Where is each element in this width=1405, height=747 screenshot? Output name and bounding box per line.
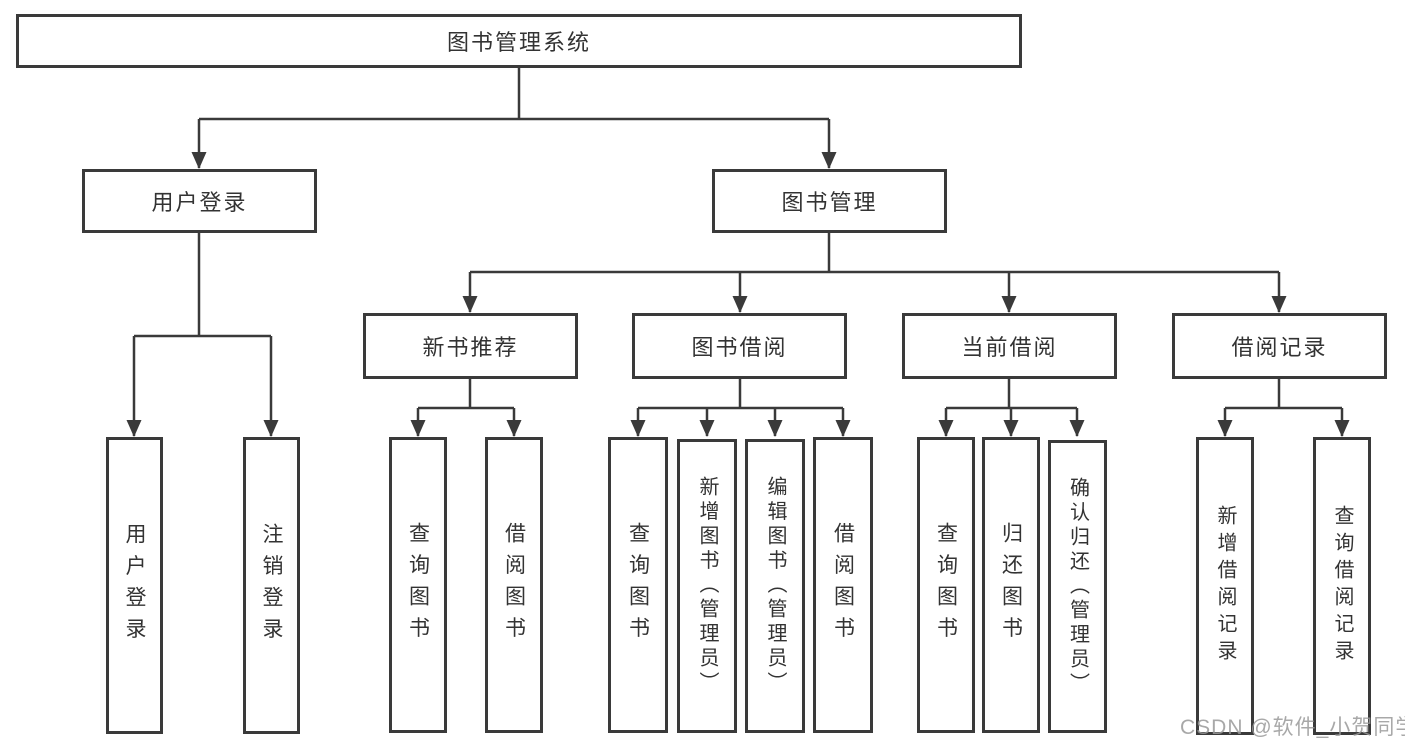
node-current-borrowing: 当前借阅 [902, 313, 1117, 379]
node-book-borrowing: 图书借阅 [632, 313, 847, 379]
connector-borrow-record-children [1217, 379, 1350, 437]
leaf-newbook-borrow-label: 借阅图书 [502, 522, 526, 648]
leaf-borrow-query: 查询图书 [608, 437, 668, 733]
leaf-current-confirm-return-admin-label: 确认归还（管理员） [1066, 476, 1089, 697]
node-book-borrowing-label: 图书借阅 [691, 335, 788, 360]
node-new-book-recommend-label: 新书推荐 [422, 335, 519, 360]
connector-root-to-level2 [191, 68, 837, 169]
connector-book-borrow-children [630, 379, 851, 437]
leaf-current-return: 归还图书 [982, 437, 1040, 733]
connector-current-borrow-children [938, 379, 1085, 437]
leaf-borrow-edit-book-admin-label: 编辑图书（管理员） [764, 476, 786, 696]
leaf-record-add-label: 新增借阅记录 [1214, 505, 1236, 667]
csdn-watermark: CSDN @软件_小贺同学 [1180, 716, 1405, 739]
node-borrowing-records-label: 借阅记录 [1231, 335, 1328, 360]
connector-book-mgmt-children [462, 233, 1287, 313]
leaf-current-confirm-return-admin: 确认归还（管理员） [1048, 440, 1107, 733]
leaf-borrow-borrow-book: 借阅图书 [813, 437, 873, 733]
leaf-newbook-query-label: 查询图书 [406, 522, 430, 648]
leaf-borrow-query-label: 查询图书 [626, 522, 650, 648]
leaf-borrow-borrow-book-label: 借阅图书 [831, 522, 855, 648]
leaf-logout-label: 注销登录 [260, 522, 283, 649]
leaf-user-login: 用户登录 [106, 437, 163, 734]
node-book-management-label: 图书管理 [781, 190, 878, 215]
leaf-record-query: 查询借阅记录 [1313, 437, 1371, 735]
leaf-newbook-query: 查询图书 [389, 437, 447, 733]
leaf-user-login-label: 用户登录 [123, 522, 146, 649]
leaf-borrow-add-book-admin-label: 新增图书（管理员） [696, 476, 718, 696]
node-new-book-recommend: 新书推荐 [363, 313, 578, 379]
leaf-current-query-label: 查询图书 [934, 522, 958, 648]
leaf-record-query-label: 查询借阅记录 [1331, 505, 1353, 667]
leaf-current-query: 查询图书 [917, 437, 975, 733]
node-user-login: 用户登录 [82, 169, 317, 233]
leaf-logout: 注销登录 [243, 437, 300, 734]
connector-user-login-children [126, 233, 279, 437]
leaf-borrow-add-book-admin: 新增图书（管理员） [677, 439, 737, 733]
leaf-borrow-edit-book-admin: 编辑图书（管理员） [745, 439, 805, 733]
leaf-record-add: 新增借阅记录 [1196, 437, 1254, 735]
leaf-current-return-label: 归还图书 [999, 522, 1023, 648]
node-root-system-label: 图书管理系统 [446, 30, 591, 55]
node-borrowing-records: 借阅记录 [1172, 313, 1387, 379]
node-user-login-label: 用户登录 [151, 190, 248, 215]
node-current-borrowing-label: 当前借阅 [961, 335, 1058, 360]
connector-new-book-children [410, 379, 522, 437]
node-book-management: 图书管理 [712, 169, 947, 233]
leaf-newbook-borrow: 借阅图书 [485, 437, 543, 733]
node-root-system: 图书管理系统 [16, 14, 1022, 68]
